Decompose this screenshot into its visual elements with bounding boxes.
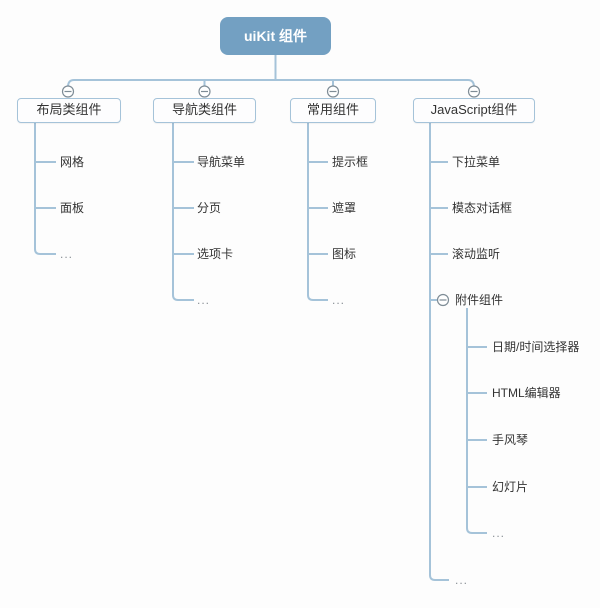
leaf-dropdown[interactable]: 下拉菜单: [452, 155, 501, 169]
leaf-nav-menu[interactable]: 导航菜单: [197, 155, 246, 169]
leaf-more-javascript[interactable]: ...: [455, 573, 469, 587]
collapse-toggle-layout[interactable]: [61, 85, 75, 98]
leaf-icon-item[interactable]: 图标: [332, 247, 357, 261]
leaf-more-attachment[interactable]: ...: [492, 526, 506, 540]
leaf-tabs[interactable]: 选项卡: [197, 247, 234, 261]
leaf-html-editor[interactable]: HTML编辑器: [492, 386, 561, 400]
leaf-scrollspy[interactable]: 滚动监听: [452, 247, 501, 261]
common-branch-line: [307, 123, 328, 301]
leaf-mask[interactable]: 遮罩: [332, 201, 357, 215]
attachment-branch-line: [466, 308, 487, 534]
leaf-panel[interactable]: 面板: [60, 201, 85, 215]
root-node[interactable]: uiKit 组件: [220, 17, 331, 55]
branch-node-javascript[interactable]: JavaScript组件: [413, 98, 535, 123]
branch-rail: [67, 79, 475, 88]
layout-branch-line: [34, 123, 56, 255]
branch-node-common[interactable]: 常用组件: [290, 98, 376, 123]
leaf-tooltip[interactable]: 提示框: [332, 155, 369, 169]
leaf-more-common[interactable]: ...: [332, 293, 346, 307]
branch-node-navigation[interactable]: 导航类组件: [153, 98, 256, 123]
leaf-datetime-picker[interactable]: 日期/时间选择器: [492, 340, 580, 354]
collapse-toggle-javascript[interactable]: [467, 85, 481, 98]
nav-branch-line: [172, 123, 194, 301]
collapse-toggle-navigation[interactable]: [198, 85, 211, 98]
leaf-more-layout[interactable]: ...: [60, 247, 74, 261]
leaf-carousel[interactable]: 幻灯片: [492, 480, 529, 494]
collapse-toggle-common[interactable]: [326, 85, 340, 98]
collapse-toggle-attachment[interactable]: [436, 293, 450, 307]
leaf-modal-dialog[interactable]: 模态对话框: [452, 201, 513, 215]
leaf-accordion[interactable]: 手风琴: [492, 433, 529, 447]
node-attachment-components[interactable]: 附件组件: [455, 293, 504, 307]
js-branch-line: [429, 123, 449, 581]
leaf-grid[interactable]: 网格: [60, 155, 85, 169]
leaf-pagination[interactable]: 分页: [197, 201, 222, 215]
leaf-more-navigation[interactable]: ...: [197, 293, 211, 307]
branch-node-layout[interactable]: 布局类组件: [17, 98, 121, 123]
